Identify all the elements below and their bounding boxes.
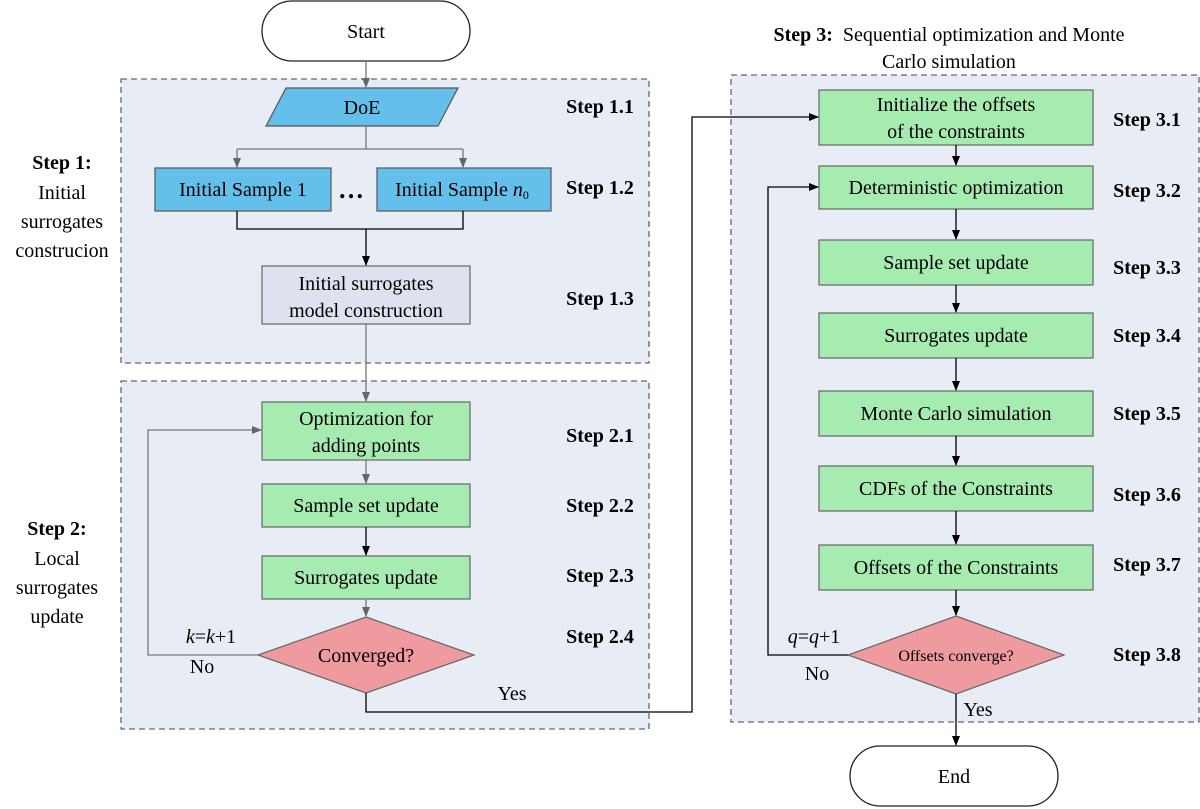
- yes-label-right: Yes: [963, 699, 992, 721]
- step-label-3-3: Step 3.3: [1113, 257, 1181, 279]
- connector-samples-merge: [236, 211, 464, 265]
- optimization-line2: adding points: [312, 435, 421, 457]
- loop-k-label: k=k+1: [186, 626, 236, 648]
- surrogates-update-label-right: Surrogates update: [884, 325, 1028, 347]
- loop-k-tail: +1: [215, 626, 236, 648]
- step3-title-line1: Step 3: Sequential optimization and Monte: [773, 24, 1124, 46]
- sample-set-update-box-right: [818, 239, 1094, 286]
- initial-sample-1-box: [154, 167, 332, 212]
- monte-carlo-label: Monte Carlo simulation: [860, 403, 1051, 425]
- surrogates-update-label-left: Surrogates update: [294, 567, 438, 589]
- sample-set-update-box-left: [261, 483, 471, 528]
- initial-surrogates-line2: model construction: [289, 300, 443, 322]
- connector-yes-to-step3: [365, 113, 819, 713]
- no-label-left: No: [190, 656, 214, 678]
- loop-q-tail: +1: [819, 626, 840, 648]
- cdfs-box: [818, 465, 1094, 512]
- loop-q-eq: =: [798, 626, 809, 648]
- loop-q-label: q=q+1: [788, 626, 841, 648]
- samples-ellipsis: …: [338, 175, 364, 204]
- step-label-2-2: Step 2.2: [566, 495, 634, 517]
- step1-group-label: Step 1:: [32, 152, 91, 174]
- step3-title-line2: Carlo simulation: [882, 51, 1016, 73]
- loop-k-var2: k: [206, 626, 216, 648]
- loop-q-var2: q: [809, 626, 819, 648]
- doe-label: DoE: [344, 97, 381, 119]
- initial-sample-n-var: n: [513, 179, 523, 201]
- initial-surrogates-line1: Initial surrogates: [299, 273, 434, 295]
- step3-title-label: Step 3:: [773, 24, 832, 46]
- step2-group-line3: update: [30, 606, 83, 628]
- step-label-1-1: Step 1.1: [566, 96, 634, 118]
- surrogates-update-box-left: [261, 555, 471, 600]
- initial-sample-n-label: Initial Sample n0: [395, 179, 529, 202]
- step-label-1-3: Step 1.3: [566, 288, 634, 310]
- initial-sample-n-text: Initial Sample: [395, 179, 513, 201]
- optimization-line1: Optimization for: [299, 408, 433, 430]
- step-label-2-4: Step 2.4: [566, 626, 634, 648]
- step2-group-line2: surrogates: [16, 577, 98, 599]
- step1-group-line3: construcion: [15, 240, 108, 262]
- step1-group-line1: Initial: [38, 182, 86, 204]
- step-label-3-1: Step 3.1: [1113, 109, 1181, 131]
- step-label-3-4: Step 3.4: [1113, 325, 1181, 347]
- step-label-2-1: Step 2.1: [566, 425, 634, 447]
- step-label-3-6: Step 3.6: [1113, 484, 1181, 506]
- step3-title-text: Sequential optimization and Monte: [843, 24, 1125, 46]
- step-label-1-2: Step 1.2: [566, 177, 634, 199]
- loop-k-eq: =: [195, 626, 206, 648]
- initial-sample-n-box: [376, 167, 552, 212]
- offsets-converge-label: Offsets converge?: [898, 648, 1013, 665]
- yes-label-left: Yes: [497, 683, 526, 705]
- loop-back-q: [767, 183, 848, 656]
- step2-group-label: Step 2:: [27, 518, 86, 540]
- offsets-label: Offsets of the Constraints: [854, 557, 1059, 579]
- monte-carlo-box: [818, 390, 1094, 437]
- step-label-3-5: Step 3.5: [1113, 403, 1181, 425]
- deterministic-optimization-label: Deterministic optimization: [849, 177, 1064, 199]
- offsets-box: [818, 544, 1094, 591]
- sample-set-update-label-right: Sample set update: [883, 252, 1029, 274]
- step-label-3-8: Step 3.8: [1113, 644, 1181, 666]
- no-label-right: No: [805, 663, 829, 685]
- surrogates-update-box-right: [818, 312, 1094, 359]
- loop-k-var: k: [186, 626, 196, 648]
- deterministic-optimization-box: [818, 165, 1094, 210]
- optimization-adding-points-box: [261, 401, 471, 461]
- end-terminal: [849, 745, 1059, 807]
- end-label: End: [938, 766, 970, 788]
- start-label: Start: [347, 21, 385, 43]
- initialize-offsets-line2: of the constraints: [887, 121, 1025, 143]
- converged-label: Converged?: [318, 645, 414, 667]
- cdfs-label: CDFs of the Constraints: [859, 478, 1053, 500]
- step1-group-line2: surrogates: [21, 211, 103, 233]
- initial-sample-n-sub: 0: [523, 188, 529, 202]
- step-label-3-2: Step 3.2: [1113, 180, 1181, 202]
- initial-sample-1-label: Initial Sample 1: [179, 179, 307, 201]
- loop-q-var: q: [788, 626, 798, 648]
- loop-back-k: [147, 426, 262, 656]
- initialize-offsets-line1: Initialize the offsets: [877, 94, 1036, 116]
- connector-doe-split: [237, 126, 463, 150]
- step2-group-line1: Local: [34, 548, 80, 570]
- sample-set-update-label-left: Sample set update: [293, 495, 439, 517]
- step-label-3-7: Step 3.7: [1113, 554, 1181, 576]
- step-label-2-3: Step 2.3: [566, 565, 634, 587]
- doe-input: [265, 87, 459, 127]
